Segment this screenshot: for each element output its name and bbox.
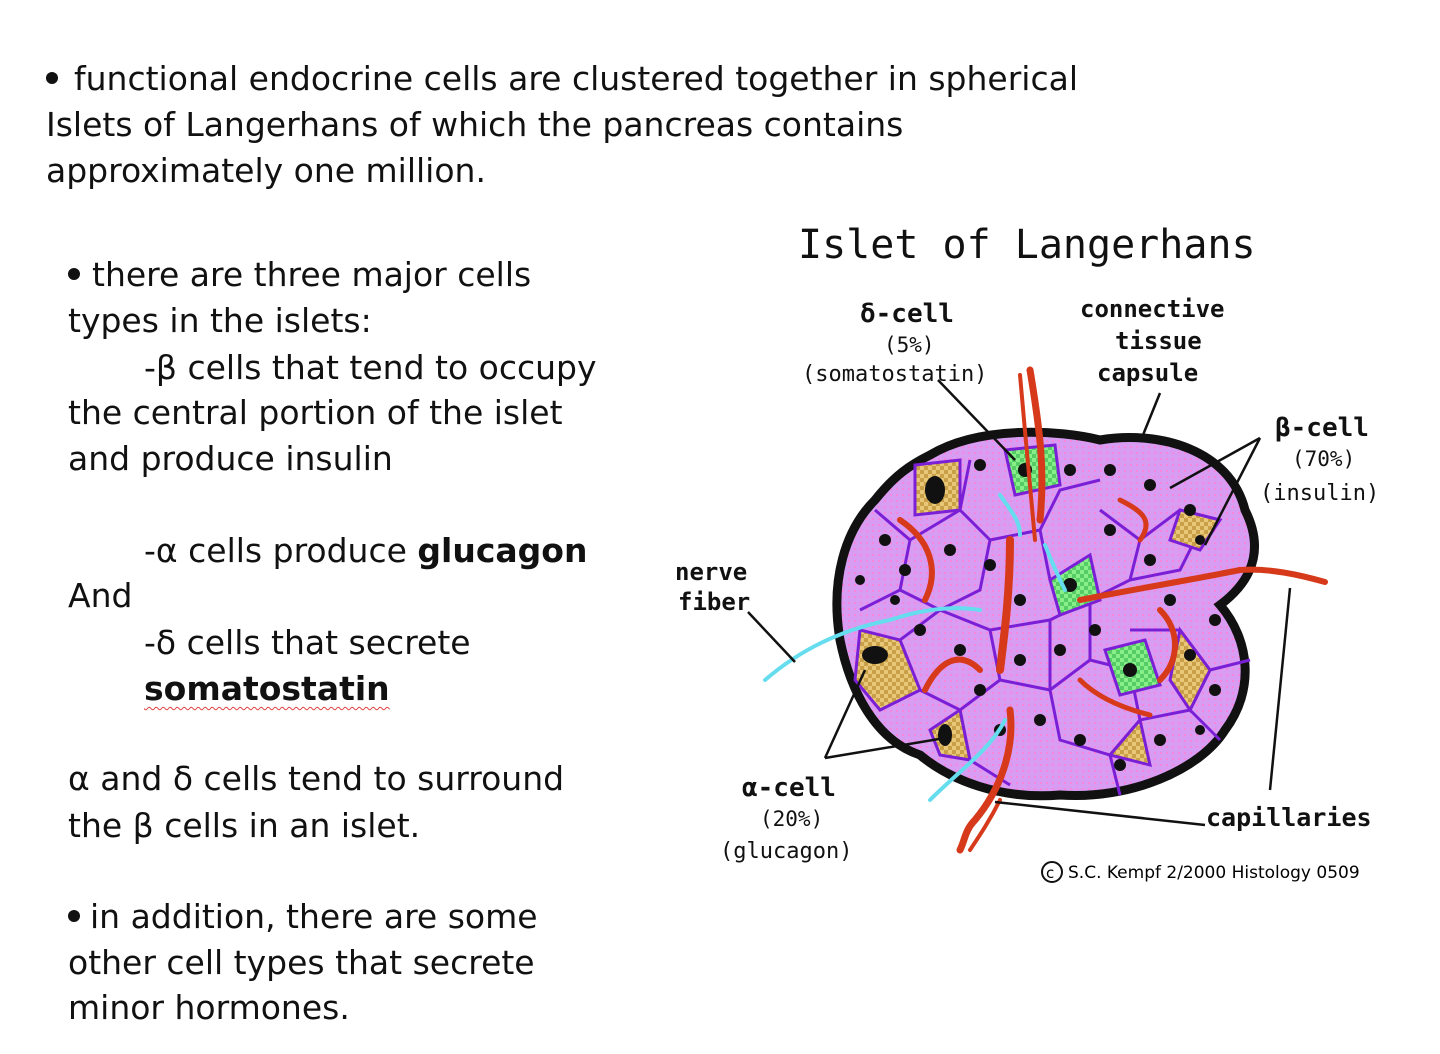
- beta-cell-percent: (70%): [1292, 447, 1355, 471]
- somatostatin-term: somatostatin: [144, 669, 390, 708]
- credit-text: S.C. Kempf 2/2000 Histology 0509: [1068, 863, 1360, 883]
- nuclei: [855, 459, 1221, 771]
- bullet-icon: [68, 909, 80, 922]
- capillaries-label: capillaries: [1206, 803, 1372, 832]
- other-line-1: in addition, there are some: [68, 894, 538, 940]
- capillaries-vessels: [897, 366, 1328, 854]
- bullet-icon: [46, 71, 58, 84]
- islet-body: [763, 366, 1328, 854]
- intro-line-1: functional endocrine cells are clustered…: [46, 56, 1078, 102]
- delta-line-1: -δ cells that secrete: [144, 623, 471, 662]
- alpha-cell-percent: (20%): [760, 807, 823, 831]
- capsule-label-1: connective: [1080, 295, 1225, 323]
- glucagon-term: glucagon: [417, 531, 588, 570]
- delta-cell-label: δ-cell: [860, 299, 954, 329]
- nerve-fibers: [763, 493, 1067, 802]
- beta-line-1: -β cells that tend to occupy: [144, 348, 597, 387]
- delta-cell-percent: (5%): [884, 333, 935, 357]
- capsule-label-2: tissue: [1115, 327, 1202, 355]
- cells-line-2: types in the islets:: [68, 301, 372, 340]
- delta-cell-hormone: (somatostatin): [802, 362, 987, 387]
- copyright-icon: [1041, 861, 1063, 883]
- capsule-label-3: capsule: [1097, 359, 1198, 387]
- islet-diagram: Islet of Langerhans: [675, 222, 1379, 883]
- beta-cell-label: β-cell: [1275, 413, 1369, 443]
- nerve-label-1: nerve: [675, 558, 747, 586]
- and-line: And: [68, 576, 133, 615]
- alpha-cell-hormone: (glucagon): [720, 839, 852, 864]
- intro-line-2: Islets of Langerhans of which the pancre…: [46, 105, 904, 144]
- diagram-title: Islet of Langerhans: [798, 222, 1256, 268]
- beta-line-2: the central portion of the islet: [68, 393, 563, 432]
- intro-line-3: approximately one million.: [46, 151, 486, 190]
- beta-line-3: and produce insulin: [68, 439, 393, 478]
- alpha-cell-label: α-cell: [742, 773, 836, 803]
- surround-line-1: α and δ cells tend to surround: [68, 759, 565, 798]
- surround-line-2: the β cells in an islet.: [68, 806, 421, 845]
- cells-line-1: there are three major cells: [68, 252, 531, 298]
- alpha-line: -α cells produce glucagon: [144, 531, 588, 570]
- credit: c S.C. Kempf 2/2000 Histology 0509: [1041, 861, 1360, 883]
- nerve-label-2: fiber: [678, 588, 750, 616]
- other-line-3: minor hormones.: [68, 988, 350, 1027]
- bullet-icon: [68, 267, 80, 280]
- beta-cell-hormone: (insulin): [1260, 481, 1379, 506]
- other-line-2: other cell types that secrete: [68, 943, 535, 982]
- capsule: [832, 427, 1259, 801]
- copyright-c: c: [1046, 864, 1054, 882]
- leader-lines: [747, 379, 1292, 827]
